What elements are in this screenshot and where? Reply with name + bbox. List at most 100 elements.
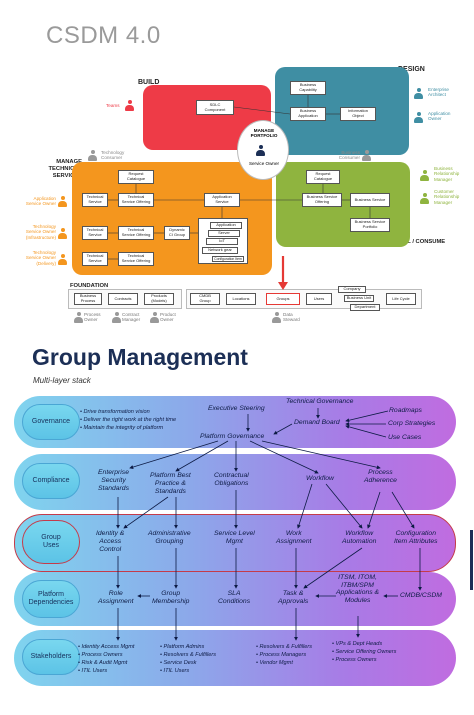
stakeholder-item: ITIL Users [78,667,134,675]
cmdb-group-box: CMDB Group [190,293,220,305]
contract-manager-icon [112,312,121,323]
locations-box: Locations [226,293,256,305]
groups-box: Groups [266,293,300,305]
sdlc-component-box: SDLC Component [196,100,234,115]
identity-access-control: Identity & Access Control [96,530,125,553]
application-service-box: Application Service [204,193,240,207]
manage-portfolio-label: MANAGE PORTFOLIO [250,128,278,139]
group-membership: Group Membership [152,590,190,605]
data-steward-icon [272,312,281,323]
iot-box: IoT [206,238,238,245]
contractual-obligations: Contractual Obligations [214,472,249,487]
stakeholder-item: Resolvers & Fulfillers [256,643,313,651]
stage-foundation: FOUNDATION [70,283,109,289]
layer-compliance-pill: Compliance [22,463,80,499]
enterprise-architect-icon [414,88,423,99]
workflow: Workflow [306,475,334,482]
process-owner-icon [74,312,83,323]
network-gear-box: Network gear [202,247,238,254]
technical-service-box-2: Technical Service [82,226,108,240]
service-owner-icon [256,145,265,156]
gm-subtitle: Multi-layer stack [33,376,91,385]
request-catalogue-box: Request Catalogue [118,170,154,184]
application-owner-icon [414,112,423,123]
business-unit-box: Business Unit [344,295,374,302]
business-relationship-manager-label: Business Relationship Manager [434,166,460,182]
application-owner-label: Application Owner [428,111,451,122]
stakeholder-item: Vendor Mgmt [256,659,312,667]
business-service-offering-box: Business Service Offering [302,193,342,207]
layer-platform-dependencies-pill: Platform Dependencies [22,580,80,618]
stakeholder-item: VPs & Dept Heads [332,640,396,648]
business-consumer-label: Business Consumer [338,150,360,161]
business-service-portfolio-box: Business Service Portfolio [350,218,390,232]
stakeholder-item: Resolvers & Fulfillers [160,651,217,659]
service-level-mgmt: Service Level Mgmt [214,530,255,545]
stakeholder-item: Process Managers [256,651,312,659]
contract-manager-label: Contract Manager [122,312,141,323]
roadmaps: Roadmaps [389,407,422,414]
stakeholder-item: Process Owners [332,656,396,664]
stage-sell: SELL / CONSUME [396,239,446,245]
layer-group-uses-pill: Group Uses [22,520,80,564]
app-service-owner-label: Application Service Owner [25,196,56,207]
stage-build: BUILD [138,79,160,86]
governance-bullet: Drive transformation vision [80,408,176,416]
platform-best-practice: Platform Best Practice & Standards [150,472,191,495]
information-object-box: Information Object [340,107,376,121]
customer-relationship-manager-label: Customer Relationship Manager [434,189,460,205]
role-assignment: Role Assignment [98,590,134,605]
sell-request-catalogue-box: Request Catalogue [306,170,340,184]
stakeholder-item: Platform Admins [160,643,216,651]
business-consumer-icon [362,150,371,161]
tech-service-owner-infra-icon [58,228,67,239]
highlight-arrow [278,256,288,290]
products-box: Products (Models) [144,293,174,305]
configuration-item-attributes: Configuration Item Attributes [394,530,438,545]
process-adherence: Process Adherence [364,469,397,484]
stakeholder-item: Identity Access Mgmt [78,643,135,651]
service-owner-label: Service Owner [248,161,280,166]
configuration-item-label: Configuration Item [212,256,244,262]
stakeholders-col1: Identity Access Mgmt Process Owners Risk… [78,643,135,675]
workflow-automation: Workflow Automation [342,530,377,545]
gm-title: Group Management [32,344,248,370]
stakeholders-col4: VPs & Dept Heads Service Offering Owners… [332,640,397,664]
business-capability-box: Business Capability [290,81,326,95]
contracts-box: Contracts [108,293,138,305]
tech-service-owner-delivery-label: Technology Service Owner (Delivery) [25,250,56,266]
layer-governance-pill: Governance [22,404,80,440]
technology-consumer-icon [88,150,97,161]
dynamic-ci-group-box: Dynamic CI Group [164,226,190,240]
server-box: Server [208,230,240,237]
csdm-title: CSDM 4.0 [46,22,161,49]
business-service-box: Business Service [350,193,390,207]
scrollbar-thumb[interactable] [470,530,473,590]
company-box: Company [338,286,366,293]
corp-strategies: Corp Strategies [388,420,436,427]
platform-governance: Platform Governance [200,433,265,440]
stakeholders-col2: Platform Admins Resolvers & Fulfillers S… [160,643,217,675]
cmdb-csdm: CMDB/CSDM [400,592,442,599]
technical-service-offering-box-3: Technical Service Offering [118,252,154,266]
technical-service-offering-box-2: Technical Service Offering [118,226,154,240]
app-service-owner-icon [58,196,67,207]
product-owner-label: Product Owner [160,312,176,323]
tech-service-owner-infra-label: Technology Service Owner (Infrastructure… [25,224,56,240]
life-cycle-box: Life Cycle [386,293,416,305]
stakeholder-item: ITIL Users [160,667,216,675]
product-owner-icon [150,312,159,323]
tech-service-owner-delivery-icon [58,254,67,265]
work-assignment: Work Assignment [276,530,312,545]
stakeholder-item: Service Offering Owners [332,648,397,656]
users-box: Users [306,293,332,305]
administrative-grouping: Administrative Grouping [148,530,191,545]
stakeholder-item: Risk & Audit Mgmt [78,659,134,667]
stage-design: DESIGN [398,66,425,73]
stage-manage: MANAGE TECHNICAL SERVICES [48,159,83,179]
executive-steering: Executive Steering [208,405,265,412]
technical-service-offering-box-1: Technical Service Offering [118,193,154,207]
use-cases: Use Cases [388,434,422,441]
sla-conditions: SLA Conditions [218,590,251,605]
